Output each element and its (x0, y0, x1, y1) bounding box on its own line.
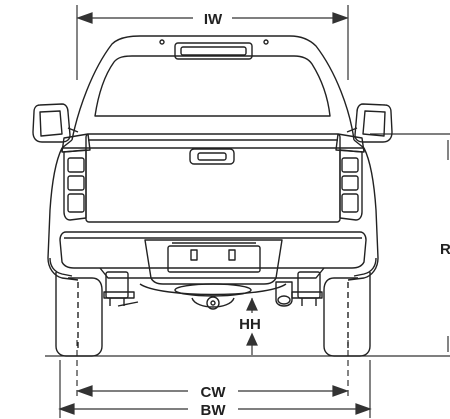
mirror-right-inner (362, 110, 386, 137)
differential (191, 297, 235, 308)
cw-arrow-right (332, 385, 349, 397)
roof-marker-left (159, 39, 165, 45)
hitch-ball (206, 296, 220, 310)
tailgate-handle-housing (189, 148, 235, 165)
bw-arrow-right (355, 403, 372, 415)
label-iw: IW (204, 11, 223, 28)
rear-bumper (59, 231, 367, 269)
hh-arrow-top (246, 297, 258, 311)
tail-light-right (339, 149, 363, 221)
mud-flap-right (353, 257, 377, 277)
underbody (99, 267, 325, 279)
plate-light-right (228, 249, 236, 261)
label-cw: CW (201, 384, 227, 401)
tire-left (55, 272, 103, 357)
body-left-side (47, 139, 79, 281)
label-bw: BW (201, 402, 227, 419)
plate-light-left (190, 249, 198, 261)
license-plate (167, 245, 261, 273)
bed-rail-cap-right (335, 133, 365, 153)
label-hh: HH (239, 316, 261, 333)
rear-window (94, 55, 331, 117)
hitch-ball-center (210, 300, 216, 306)
roof-marker-right (263, 39, 269, 45)
mirror-left-arm (67, 127, 79, 133)
bed-rail-cap-left (61, 133, 91, 153)
mirror-left-inner (39, 110, 63, 137)
spare-tire-pan (139, 283, 287, 296)
mud-flap-left (49, 257, 73, 277)
mirror-right (354, 103, 393, 143)
exhaust-pipe (275, 281, 293, 307)
iw-arrow-right (332, 12, 349, 24)
cab-outline (71, 35, 355, 141)
hh-arrow-bottom (246, 332, 258, 346)
license-plate-recess (144, 239, 283, 285)
suspension-left (103, 271, 139, 307)
body-right-side (347, 139, 379, 281)
dimension-lines (45, 5, 450, 418)
mirror-right-arm (346, 127, 358, 133)
third-brake-light-inner (180, 46, 247, 56)
cw-arrow-left (76, 385, 93, 397)
spare-tire (174, 283, 252, 297)
tail-light-left (63, 149, 87, 221)
tailgate (85, 133, 341, 223)
iw-arrow-left (76, 12, 93, 24)
truck-rear-view (32, 35, 393, 357)
tailgate-handle (197, 152, 227, 161)
mirror-left (32, 103, 71, 143)
bw-arrow-left (58, 403, 75, 415)
third-brake-light (174, 42, 253, 60)
label-right-edge: R (440, 241, 450, 258)
tire-right (323, 272, 371, 357)
